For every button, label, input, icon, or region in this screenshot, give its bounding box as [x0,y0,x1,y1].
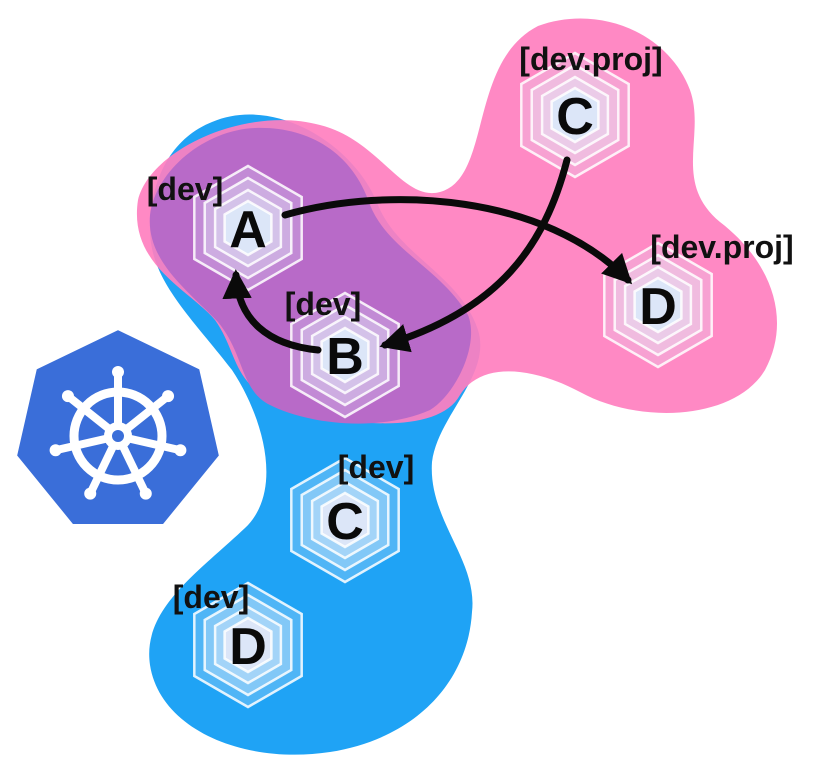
edge-a-to-d [281,196,633,285]
hexagon-ring [320,491,370,549]
node-letter: D [229,618,267,676]
node-d-dev-proj-label: [dev.proj] [650,229,793,265]
wheel-handle [84,487,97,500]
hexagon-icon [290,456,400,584]
node-letter: D [639,278,677,336]
node-b-dev[interactable]: B [290,291,400,419]
wheel-handle [162,390,175,403]
wheel-spoke [86,441,118,498]
wheel-handle [112,366,124,378]
hexagon-ring [223,616,273,674]
ship-wheel-icon [49,366,187,500]
wheel-spoke [51,434,113,455]
node-d-dev[interactable]: D [193,581,303,709]
hexagon-ring [550,86,600,144]
hexagon-icon [520,51,630,179]
node-letter: C [556,88,594,146]
wheel-spoke [118,441,150,498]
node-letter: A [229,201,267,259]
hexagon-ring [320,326,370,384]
hexagon-icon [290,291,400,419]
wheel-spoke [63,392,115,434]
node-b-label: [dev] [285,286,361,322]
node-a-dev[interactable]: A [193,164,303,292]
node-letter: B [326,328,364,386]
hexagon-ring [223,199,273,257]
node-c-dev-proj-label: [dev.proj] [519,41,662,77]
wheel-handle [139,487,152,500]
wheel-handle [61,390,74,403]
node-letter: C [326,493,364,551]
hexagon-icon [193,164,303,292]
wheel-handle [174,444,187,457]
edge-c-to-b [379,156,571,353]
node-a-label: [dev] [147,171,223,207]
node-d-dev-label: [dev] [173,579,249,615]
hexagon-icon [193,581,303,709]
edge-b-to-a [222,269,322,354]
kubernetes-logo [12,325,224,528]
wheel-spoke [121,392,173,434]
node-c-dev-proj[interactable]: C [520,51,630,179]
wheel-spoke [123,434,185,455]
wheel-handle [49,444,62,457]
wheel-hub-center [112,430,124,442]
node-c-dev-label: [dev] [338,449,414,485]
hexagon-ring [633,276,683,334]
node-c-dev[interactable]: C [290,456,400,584]
